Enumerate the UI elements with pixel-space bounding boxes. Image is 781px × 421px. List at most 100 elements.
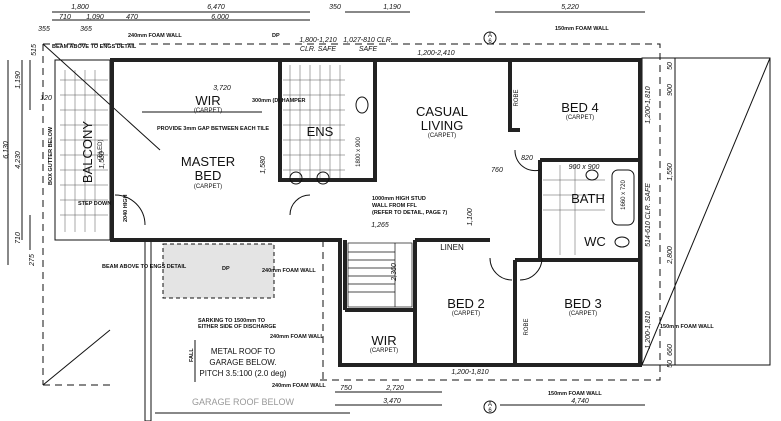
window-dim: 1,800-1,210 — [299, 37, 336, 44]
bedroom-walls — [345, 255, 517, 365]
floor-finish: (CARPET) — [194, 108, 222, 114]
floor-finish: (CARPET) — [566, 115, 594, 121]
dim-internal: 1800 x 900 — [356, 136, 362, 166]
dimension-lines-right: 50 900 1,550 2,800 660 50 1,200-1,810 1,… — [645, 58, 676, 368]
door-bed2[interactable] — [489, 257, 513, 281]
dim-top: 6,000 — [211, 14, 229, 21]
bed4-robe-wall — [508, 60, 520, 132]
door-bath[interactable] — [514, 149, 541, 172]
note-box-gutter: BOX GUTTER BELOW — [48, 126, 54, 185]
note-foam-wall: 240mm FOAM WALL — [272, 383, 326, 389]
note-downpipe: DP — [272, 33, 280, 39]
floor-finish: (CARPET) — [428, 133, 456, 139]
floor-finish: (CARPET) — [569, 311, 597, 317]
note-foam-wall: 150mm FOAM WALL — [555, 26, 609, 32]
door-balcony[interactable] — [114, 194, 146, 226]
dim-bottom: 3,470 — [383, 398, 401, 405]
note-fall: FALL — [189, 348, 195, 362]
dim-top: 350 — [329, 4, 341, 11]
dim-left: 120 — [40, 95, 52, 102]
basin-icon — [289, 171, 303, 185]
note-foam-wall: 150mm FOAM WALL — [548, 391, 602, 397]
dim-left: 710 — [15, 232, 22, 244]
dim-right: 660 — [667, 344, 674, 356]
roof-hip-line — [641, 57, 771, 366]
room-wc: WC — [584, 234, 606, 249]
toilet-icon — [614, 236, 630, 248]
dim-left: 1,190 — [15, 71, 22, 89]
room-casual-line1: CASUAL — [416, 104, 468, 119]
dim-internal: 1,100 — [467, 208, 474, 226]
room-balcony: BALCONY — [80, 121, 95, 183]
note-stud-wall: WALL FROM FFL — [372, 203, 417, 209]
ensuite-walls — [278, 60, 377, 182]
section-letter: A — [488, 33, 492, 39]
dim-bottom: 750 — [340, 385, 352, 392]
note-beam: BEAM ABOVE TO ENGS DETAIL — [102, 264, 187, 270]
dim-right: 50 — [667, 62, 674, 70]
dim-top: 710 — [59, 14, 71, 21]
note-stud-wall: (REFER TO DETAIL, PAGE 7) — [372, 210, 447, 216]
dim-left: 6,130 — [3, 141, 10, 159]
roof-hip-line-left — [42, 43, 161, 151]
room-casual-line2: LIVING — [421, 118, 464, 133]
window-dim: 514-610 CLR. SAFE — [645, 183, 652, 247]
dimension-lines-left: 6,130 4,230 1,190 515 120 710 275 — [3, 44, 52, 267]
section-number: 6 — [488, 39, 492, 45]
basin-icon — [585, 169, 599, 181]
bathtub-icon — [611, 169, 635, 226]
room-wir-lower: WIR — [371, 333, 396, 348]
room-bath: BATH — [571, 191, 605, 206]
section-number: 6 — [488, 408, 492, 414]
note-door-height: 2040 HIGH — [123, 194, 129, 222]
dim-internal: 1660 x 720 — [621, 179, 627, 209]
note-sarking: SARKING TO 1500mm TO — [198, 318, 266, 324]
floor-finish: (CARPET) — [452, 311, 480, 317]
door-bed3[interactable] — [519, 257, 543, 281]
eave-line-left — [42, 43, 640, 386]
note-downpipe: DP — [222, 266, 230, 272]
dim-left: 275 — [29, 254, 36, 267]
window-dim: SAFE — [359, 46, 378, 53]
dim-internal: 3,720 — [213, 85, 231, 92]
note-metal-roof: PITCH 3.5:100 (2.0 deg) — [199, 369, 286, 378]
dim-bottom: 4,740 — [571, 398, 589, 405]
door-master[interactable] — [289, 194, 311, 216]
note-step-down: STEP DOWN — [78, 201, 111, 207]
note-stud-wall: 1000mm HIGH STUD — [372, 196, 426, 202]
note-foam-wall: 240mm FOAM WALL — [128, 33, 182, 39]
balcony-tiles — [60, 70, 108, 232]
staircase[interactable] — [347, 242, 413, 308]
section-marker-bottom: A 6 — [483, 400, 497, 414]
room-wir-upper: WIR — [195, 93, 220, 108]
robe-label: ROBE — [514, 89, 520, 106]
dim-top: 355 — [38, 26, 50, 33]
room-bed4: BED 4 — [561, 100, 599, 115]
floor-finish: (TILED) — [98, 139, 104, 160]
dim-left: 4,230 — [15, 151, 22, 169]
note-garage-roof: GARAGE ROOF BELOW — [192, 397, 295, 407]
dim-top: 365 — [80, 26, 92, 33]
dim-internal: 820 — [521, 155, 533, 162]
section-marker-top: A 6 — [483, 31, 497, 45]
room-master-line1: MASTER — [181, 154, 235, 169]
dim-internal: 900 x 900 — [569, 164, 600, 171]
dim-top: 1,190 — [383, 4, 401, 11]
basin-icon — [316, 171, 330, 185]
dim-internal: 1,560 — [99, 151, 106, 169]
note-foam-wall: 150mm FOAM WALL — [660, 324, 714, 330]
dim-left: 515 — [31, 44, 38, 56]
note-tile-gap: PROVIDE 3mm GAP BETWEEN EACH TILE — [157, 126, 269, 132]
note-hamper: 300mm (D) HAMPER — [252, 98, 306, 104]
dim-top: 470 — [126, 14, 138, 21]
note-foam-wall: 240mm FOAM WALL — [262, 268, 316, 274]
eave-line-right — [320, 43, 661, 381]
section-letter: A — [488, 402, 492, 408]
dim-internal: 760 — [491, 167, 503, 174]
window-dim: 1,200-1,810 — [645, 311, 652, 348]
room-bed2: BED 2 — [447, 296, 485, 311]
window-dim: 1,200-2,410 — [417, 50, 454, 57]
window-dim: 1,200-1,810 — [451, 369, 488, 376]
note-beam: BEAM ABOVE TO ENGS DETAIL — [52, 44, 137, 50]
dim-top: 6,470 — [207, 4, 225, 11]
